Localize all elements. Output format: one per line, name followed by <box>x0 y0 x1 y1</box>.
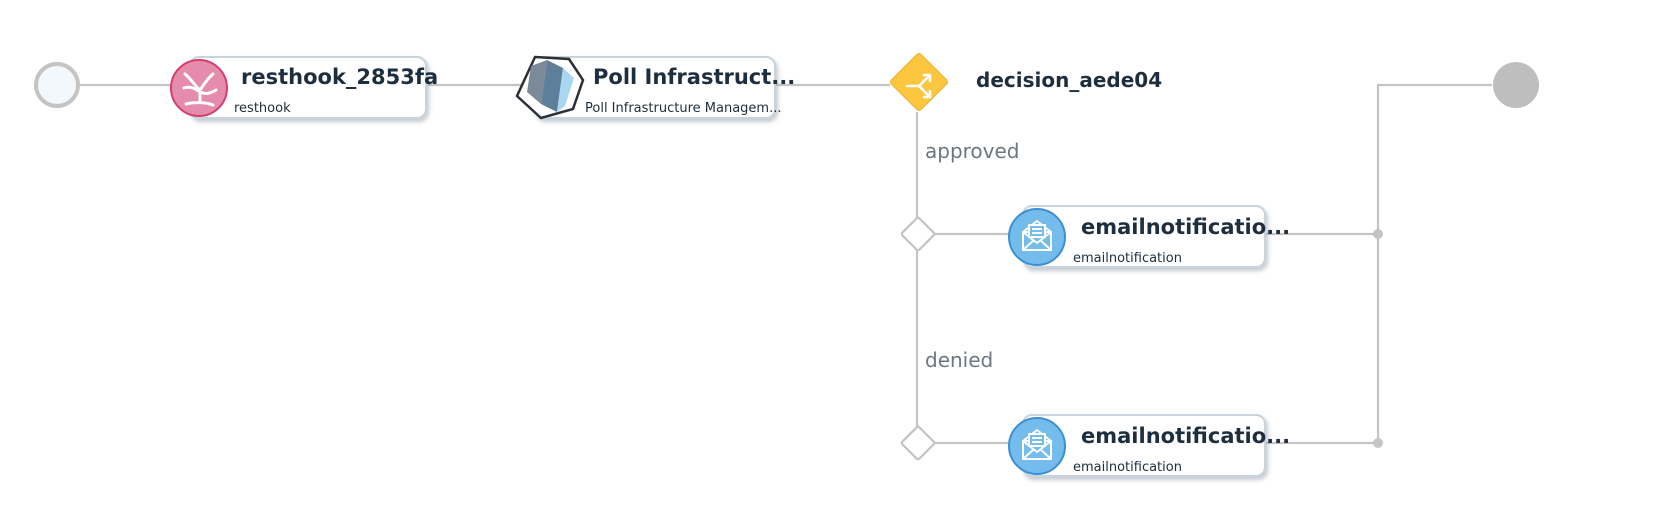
branch-gateway-approved[interactable] <box>900 216 936 252</box>
email-title: emailnotificatio... <box>1081 424 1290 448</box>
resthook-title: resthook_2853fa <box>241 65 438 89</box>
start-event[interactable] <box>34 62 80 108</box>
resthook-node[interactable]: resthook_2853fa resthook <box>170 56 438 119</box>
decision-diamond <box>890 53 948 111</box>
envelope-icon <box>1022 429 1052 460</box>
resthook-icon <box>182 72 218 107</box>
connectors <box>78 83 1492 448</box>
poll-subtitle: Poll Infrastructure Managem... <box>585 101 781 116</box>
branch-label-denied: denied <box>925 348 993 372</box>
decision-title: decision_aede04 <box>976 68 1162 92</box>
poll-title: Poll Infrastruct... <box>593 65 795 89</box>
resthook-subtitle: resthook <box>234 101 291 116</box>
end-event[interactable] <box>1493 62 1539 108</box>
email-title: emailnotificatio... <box>1081 215 1290 239</box>
join-dot-bottom <box>1373 438 1383 448</box>
envelope-icon <box>1022 220 1052 251</box>
branch-label-approved: approved <box>925 139 1020 163</box>
split-icon <box>905 73 932 99</box>
email-node-denied[interactable]: emailnotificatio... emailnotification <box>1008 414 1290 477</box>
hexagon-cube-icon <box>515 55 585 120</box>
email-node-approved[interactable]: emailnotificatio... emailnotification <box>1008 205 1290 268</box>
join-dot-top <box>1373 229 1383 239</box>
decision-node[interactable]: decision_aede04 <box>889 52 1162 111</box>
email-subtitle: emailnotification <box>1073 251 1182 266</box>
branch-gateway-denied[interactable] <box>900 425 936 461</box>
poll-node[interactable]: Poll Infrastruct... Poll Infrastructure … <box>515 55 795 120</box>
email-subtitle: emailnotification <box>1073 460 1182 475</box>
